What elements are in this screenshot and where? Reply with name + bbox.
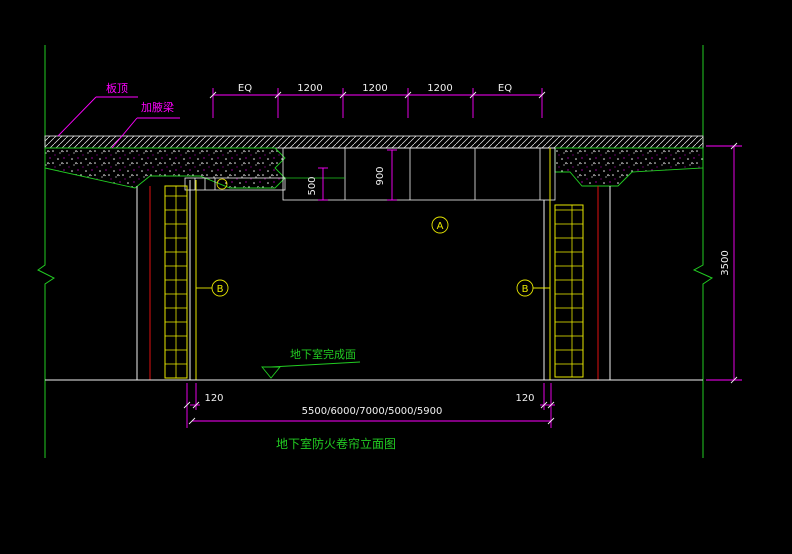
top-dim-eq-left: EQ xyxy=(238,83,252,94)
right-haunch-beam xyxy=(554,147,704,187)
svg-text:B: B xyxy=(217,284,224,295)
beam-label: 加腋梁 xyxy=(141,100,174,114)
right-break-line xyxy=(692,45,714,458)
left-break-line xyxy=(37,45,55,458)
bottom-dim-left: 120 xyxy=(204,393,223,404)
slab-top-label: 板顶 xyxy=(106,81,128,95)
floor-finish-label: 地下室完成面 xyxy=(290,347,356,361)
marker-a: A xyxy=(431,216,449,234)
floor-finish-symbol xyxy=(261,361,361,379)
marker-b-right: B xyxy=(516,279,550,297)
top-dim-1200-a: 1200 xyxy=(297,83,322,94)
slab-top-leader xyxy=(57,96,138,137)
bottom-dimension-lines xyxy=(183,383,555,428)
height-dim-text: 3500 xyxy=(720,250,731,275)
svg-text:B: B xyxy=(522,284,529,295)
depth-dim-right-text: 900 xyxy=(375,166,386,185)
depth-dim-left xyxy=(318,167,328,201)
top-dim-eq-right: EQ xyxy=(498,83,512,94)
marker-b-left: B xyxy=(196,279,229,297)
height-dim xyxy=(706,142,742,384)
bottom-dim-right: 120 xyxy=(515,393,534,404)
depth-dim-right xyxy=(387,149,397,201)
left-column xyxy=(136,180,197,380)
depth-dim-left-text: 500 xyxy=(307,176,318,195)
right-column xyxy=(543,148,611,380)
top-dim-1200-c: 1200 xyxy=(427,83,452,94)
left-haunch-beam xyxy=(44,147,286,189)
roller-box xyxy=(184,177,286,191)
svg-text:A: A xyxy=(437,221,444,232)
drawing-title: 地下室防火卷帘立面图 xyxy=(276,436,396,451)
slab xyxy=(44,135,704,149)
top-dimension-line xyxy=(209,88,546,118)
top-dim-1200-b: 1200 xyxy=(362,83,387,94)
beam-leader xyxy=(111,117,180,149)
middle-beam xyxy=(282,147,556,201)
bottom-dim-span: 5500/6000/7000/5000/5900 xyxy=(302,406,443,417)
